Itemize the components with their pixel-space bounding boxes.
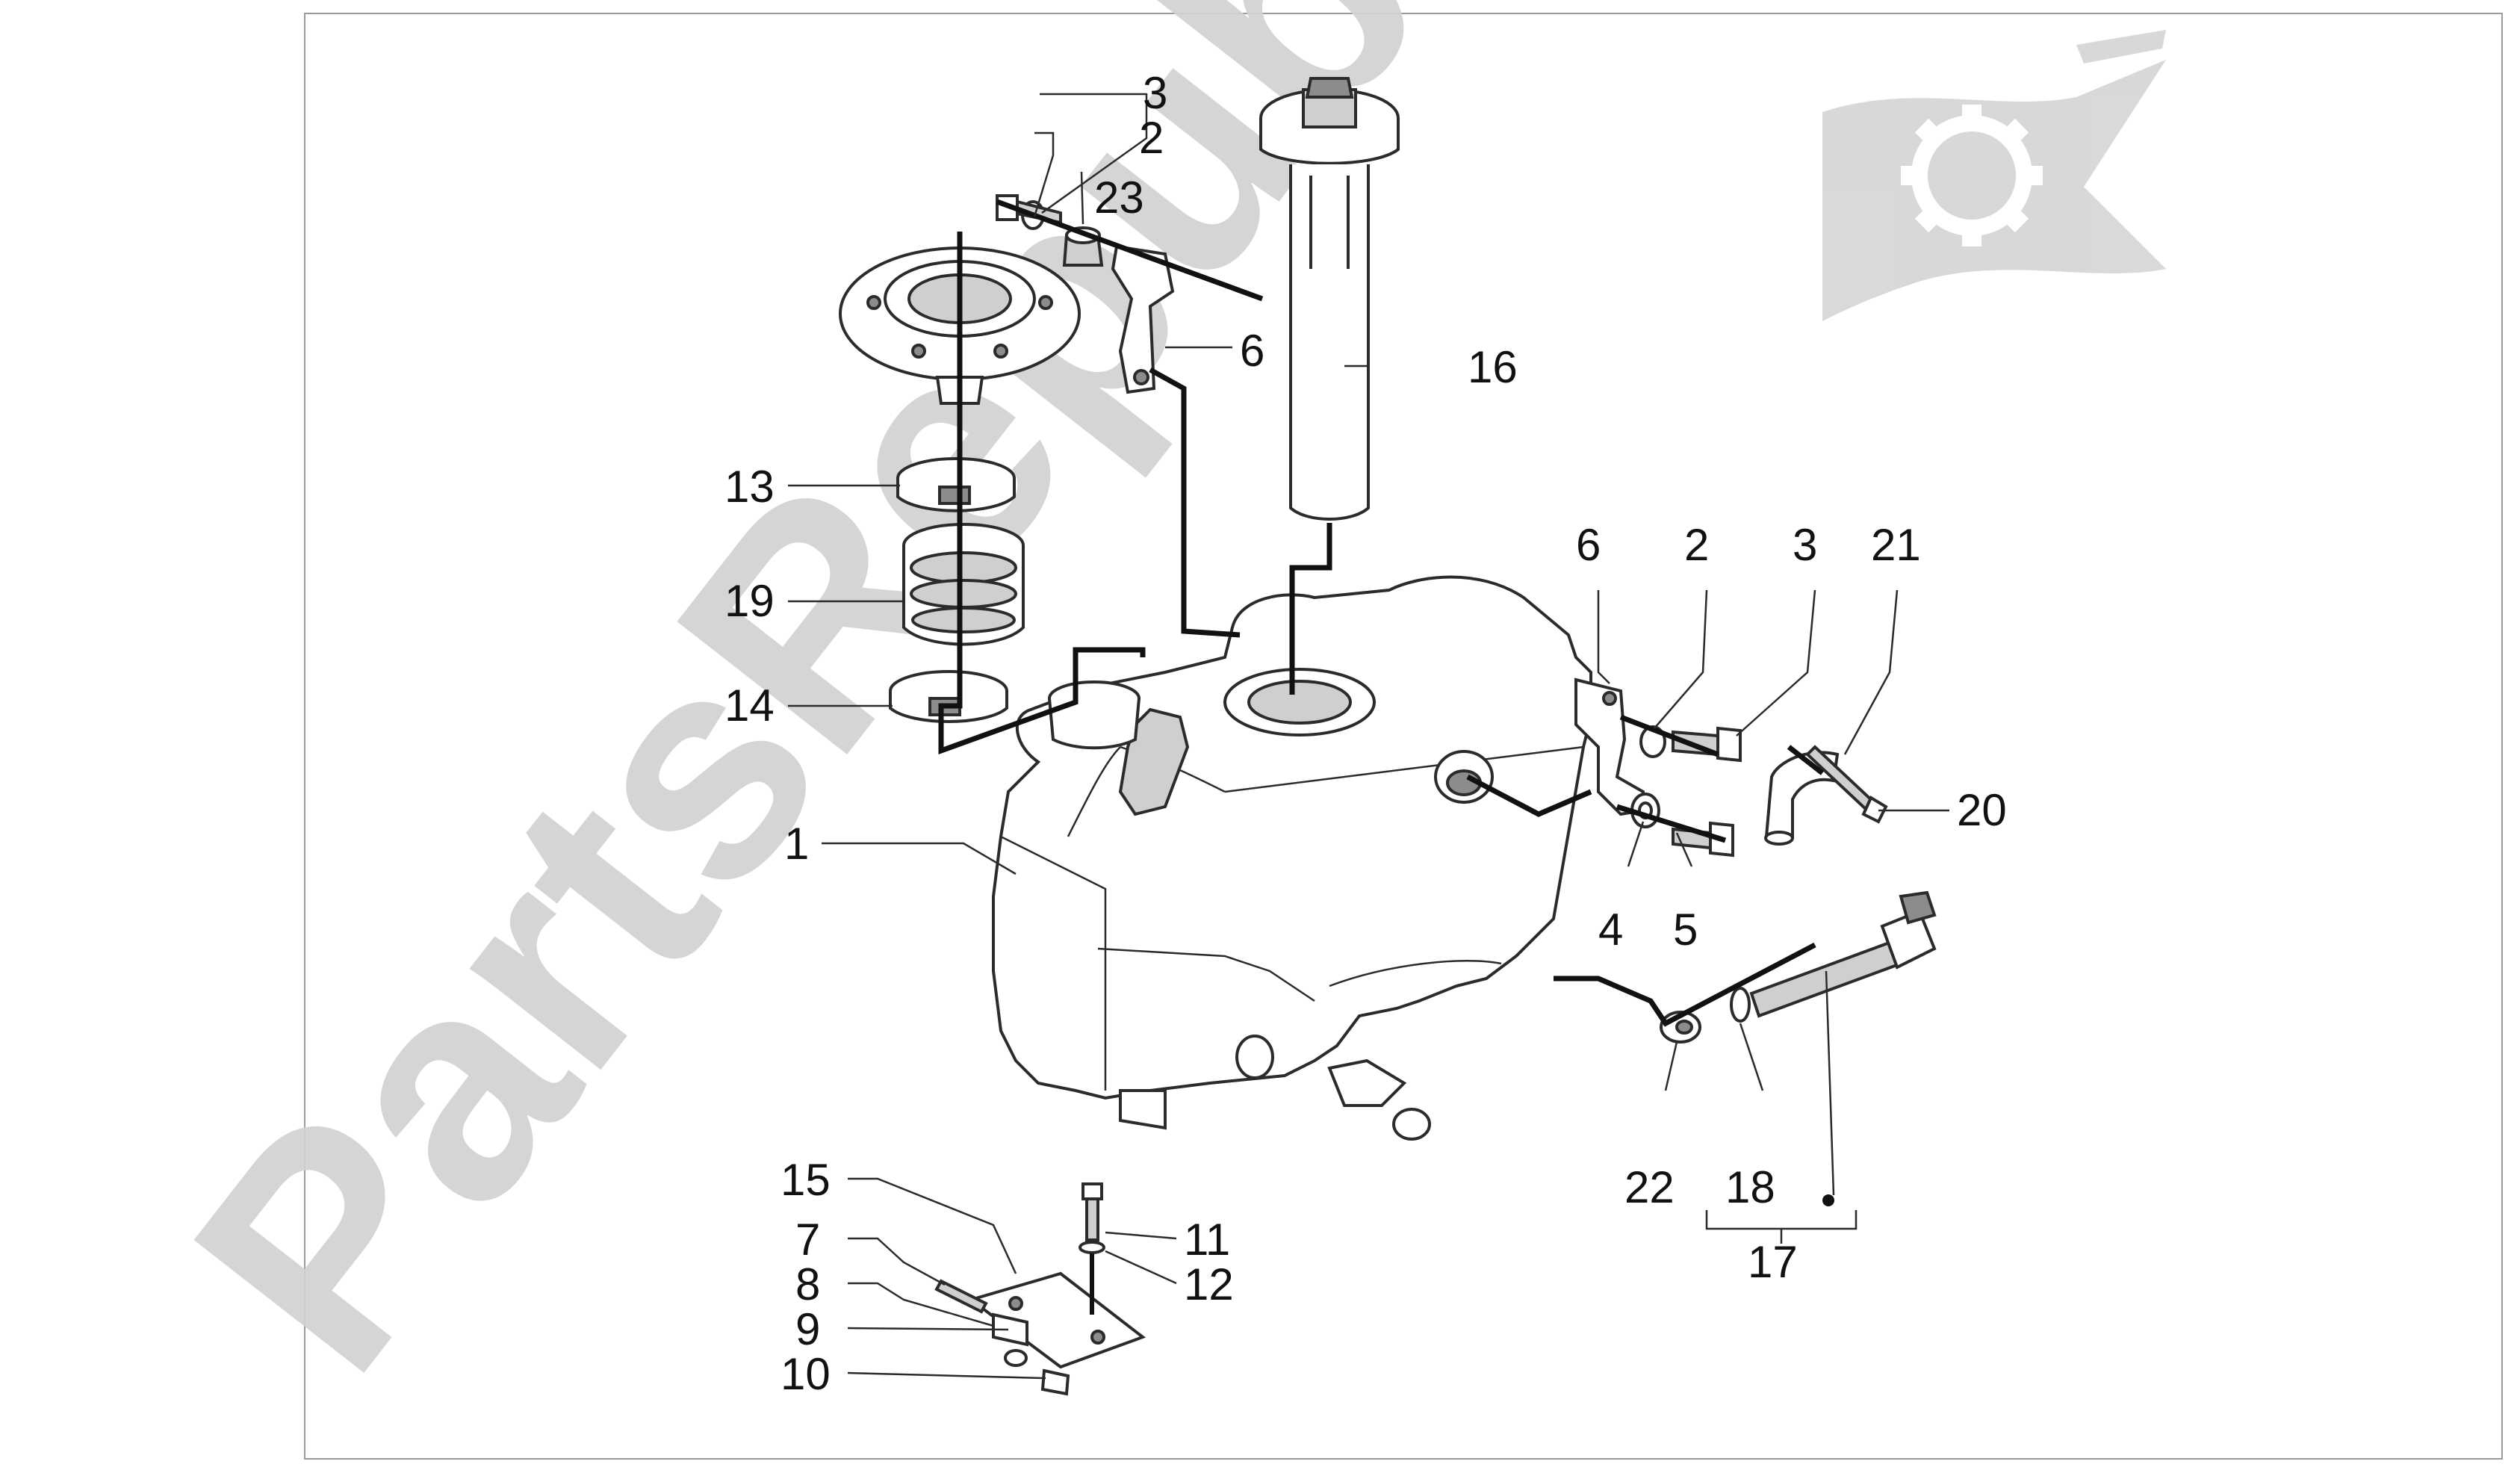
callout-label-10: 10: [780, 1349, 831, 1399]
hose-clamp-lower: [889, 670, 1008, 723]
callout-label-1: 1: [784, 819, 809, 869]
callout-label-6a: 6: [1240, 326, 1264, 376]
callout-label-21: 21: [1871, 520, 1921, 570]
washer-vertical: [1079, 1241, 1105, 1315]
callout-label-8: 8: [795, 1259, 820, 1309]
callout-dot: [1822, 1194, 1834, 1206]
callout-labels: 1 2 2 3 3 4 5 6 6 7 8 9 10 11 12 13 14 1…: [724, 68, 2007, 1399]
bracket-top: [1111, 244, 1175, 394]
hose-clamp-upper: [896, 457, 1016, 512]
bolt-right: [1672, 726, 1742, 763]
washer-small: [1004, 1349, 1028, 1367]
nut: [1040, 1368, 1070, 1396]
callout-label-19: 19: [724, 576, 775, 626]
callout-label-4: 4: [1598, 905, 1623, 955]
callout-label-17: 17: [1748, 1237, 1798, 1287]
drain-valve: [1749, 890, 1937, 1018]
callout-label-15: 15: [780, 1155, 831, 1205]
callout-label-23: 23: [1094, 173, 1144, 223]
callout-label-12: 12: [1184, 1259, 1234, 1309]
filler-hose: [902, 523, 1025, 646]
callout-label-2a: 2: [1139, 113, 1164, 163]
callout-label-6b: 6: [1576, 520, 1601, 570]
leader-lines: [788, 93, 1949, 1380]
fuel-tank: [992, 575, 1592, 1141]
bolt-vertical: [1081, 1182, 1103, 1241]
callout-label-7: 7: [795, 1215, 820, 1265]
gear-flag-logo: [1822, 30, 2166, 321]
breather-screw: [1805, 745, 1888, 824]
callout-label-16: 16: [1468, 342, 1518, 392]
callout-label-5: 5: [1673, 905, 1698, 955]
diagram-frame: [304, 13, 2503, 1460]
callout-label-2b: 2: [1684, 520, 1709, 570]
callout-label-14: 14: [724, 680, 775, 731]
screw: [934, 1279, 988, 1314]
callout-label-3a: 3: [1143, 68, 1167, 118]
callout-label-22: 22: [1624, 1162, 1675, 1212]
assembly-lines: [938, 199, 1825, 1027]
mounting-plate: [967, 1271, 1146, 1369]
callout-label-18: 18: [1725, 1162, 1775, 1212]
callout-label-13: 13: [724, 462, 775, 512]
callout-label-3b: 3: [1793, 520, 1817, 570]
fuel-level-sender: [1259, 77, 1400, 521]
callout-label-9: 9: [795, 1304, 820, 1354]
callout-label-11: 11: [1184, 1215, 1230, 1265]
callout-label-20: 20: [1957, 785, 2007, 835]
o-ring: [1730, 987, 1751, 1023]
